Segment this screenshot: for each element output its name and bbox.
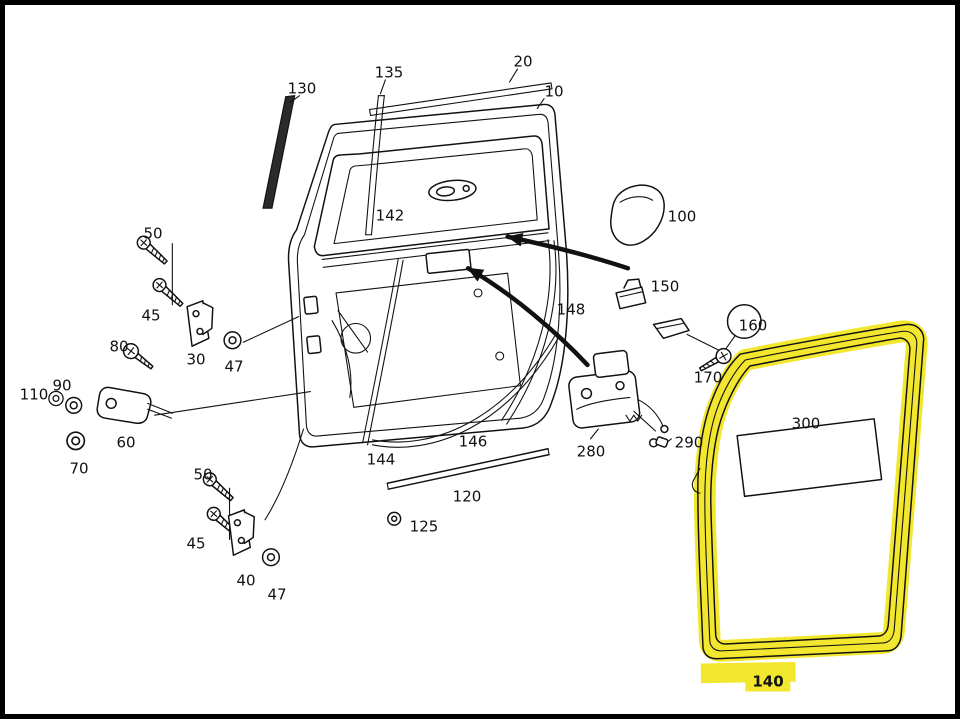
sticker-300 xyxy=(736,418,883,498)
window-seal-frame-142 xyxy=(333,148,538,245)
lower-hinge-group xyxy=(200,428,305,567)
label-leader-lines xyxy=(289,68,545,110)
window-molding-20 xyxy=(369,82,553,116)
door-inner-details xyxy=(303,179,550,408)
strip-148 xyxy=(501,239,557,425)
door-panel xyxy=(287,103,569,448)
pillar-trim-130 xyxy=(262,95,296,209)
grommet-125 xyxy=(387,511,402,526)
glass-run-135 xyxy=(365,95,385,236)
clip-290 xyxy=(648,436,672,448)
curve-144 xyxy=(362,258,404,446)
sill-strip-120 xyxy=(386,448,550,490)
curve-146 xyxy=(371,331,561,448)
parts-diagram xyxy=(48,68,928,684)
lock-actuator-280 xyxy=(568,349,669,440)
patch-100 xyxy=(610,184,665,246)
striker-bracket-150 xyxy=(615,278,720,351)
fastener-circle-160 xyxy=(724,304,762,350)
door-check-group xyxy=(48,339,311,451)
pointer-arrows xyxy=(465,233,631,368)
upper-hinge-group xyxy=(133,232,300,350)
door-seal-140 xyxy=(691,320,928,684)
